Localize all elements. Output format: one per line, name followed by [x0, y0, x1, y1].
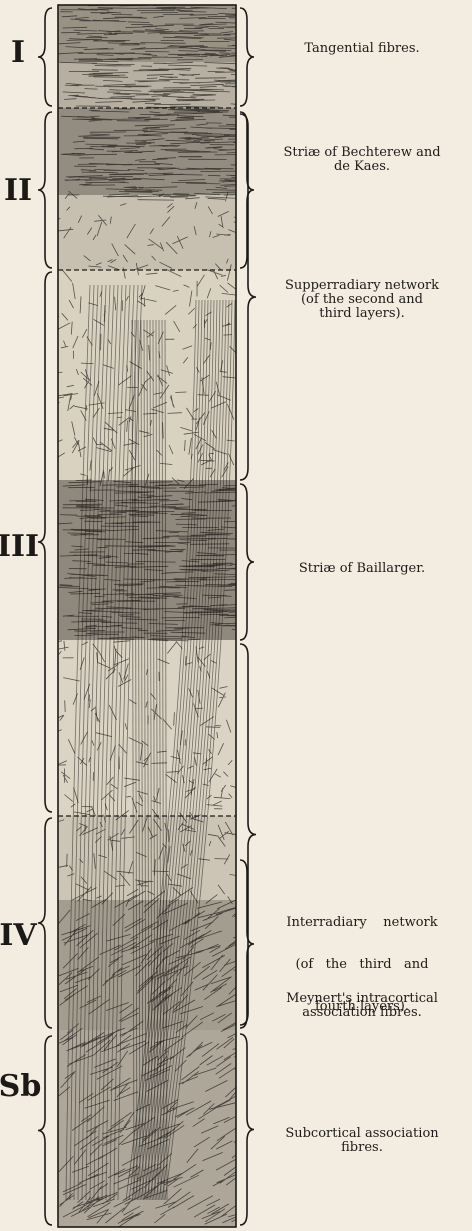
layer-label-1: I: [11, 35, 25, 70]
left-brace-layer-3: [38, 272, 52, 812]
right-braces: [240, 8, 256, 1225]
right-brace-meynert: [240, 860, 254, 1028]
annotation-supperradiary-network: Supperradiary network (of the second and…: [256, 279, 468, 321]
left-brace-layer-1: [38, 8, 52, 106]
left-brace-layer-2: [38, 112, 52, 268]
annotation-meynert-association-fibres: Meynert's intracortical association fibr…: [256, 992, 468, 1020]
cortical-column: [46, 4, 275, 1227]
band-6: [58, 640, 236, 816]
annotation-tangential-fibres: Tangential fibres.: [256, 42, 468, 56]
right-brace-bechterew: [240, 112, 254, 268]
annotation-striae-of-baillarger: Striæ of Baillarger.: [256, 562, 468, 576]
right-brace-subcortical: [240, 1034, 254, 1225]
band-3: [58, 195, 236, 270]
right-brace-tangential: [240, 8, 254, 106]
right-brace-baillarger: [240, 484, 254, 640]
right-brace-interradiary: [240, 644, 256, 1025]
left-braces: [38, 8, 52, 1225]
left-brace-layer-4: [38, 818, 52, 1028]
layer-label-2: II: [4, 173, 32, 208]
right-brace-supperradiary: [240, 114, 256, 480]
annotation-striae-of-bechterew: Striæ of Bechterew and de Kaes.: [256, 146, 468, 174]
left-brace-layer-sb: [38, 1036, 52, 1225]
annotation-subcortical-association-fibres: Subcortical association fibres.: [256, 1127, 468, 1155]
layer-label-3: III: [0, 529, 39, 564]
layer-label-sb: Sb: [0, 1069, 41, 1104]
layer-label-4: IV: [0, 918, 37, 953]
